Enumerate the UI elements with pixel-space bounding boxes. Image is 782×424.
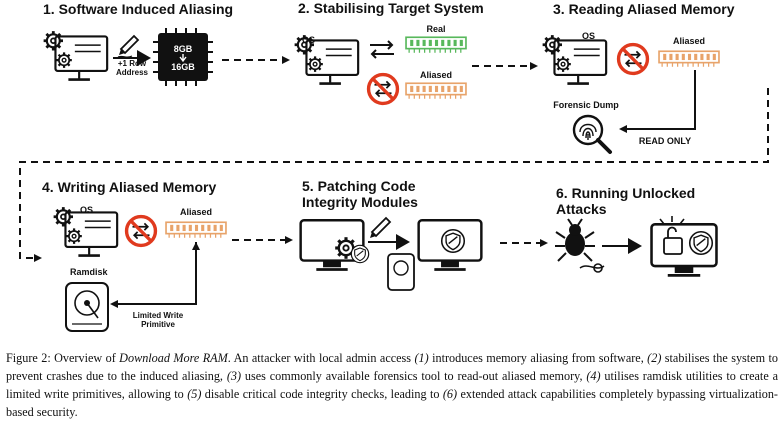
computer-icon <box>543 35 607 83</box>
step-4-title: 4. Writing Aliased Memory <box>42 179 217 195</box>
memory-chip-icon <box>153 28 213 86</box>
caption-text: stabilises the system to prevent crashes… <box>6 351 778 383</box>
caption-text: disable critical code integrity checks, … <box>201 387 443 401</box>
caption-figure-label: Figure 2: Overview of <box>6 351 120 365</box>
limited-write-label-line1: Limited Write <box>132 311 184 320</box>
read-only-arrow <box>627 70 696 130</box>
row-address-label-line2: Address <box>115 68 148 77</box>
step-1-title: 1. Software Induced Aliasing <box>43 1 234 17</box>
step-2-title: 2. Stabilising Target System <box>298 0 484 16</box>
forensic-dump-label: Forensic Dump <box>553 100 619 110</box>
ram-module-aliased-icon <box>405 82 467 100</box>
real-label: Real <box>426 24 446 34</box>
ram-module-aliased-icon <box>165 221 227 239</box>
aliased-label: Aliased <box>672 36 705 46</box>
limited-write-label-line2: Primitive <box>141 320 175 329</box>
chip-size-8gb: 8GB <box>173 44 193 54</box>
monitor-icon <box>299 218 365 271</box>
aliased-label: Aliased <box>179 207 212 217</box>
row-address-label-line1: +1 Row <box>117 59 147 68</box>
caption-step-ref: (4) <box>586 369 601 383</box>
bug-icon <box>555 218 605 273</box>
caption-step-ref: (3) <box>226 369 242 383</box>
no-sync-icon <box>124 214 158 248</box>
figure-caption: Figure 2: Overview of Download More RAM.… <box>6 349 778 421</box>
no-sync-icon <box>366 72 400 106</box>
ram-module-aliased-icon <box>658 50 720 68</box>
ramdisk-label: Ramdisk <box>70 267 108 277</box>
sync-arrows-icon <box>370 40 394 59</box>
caption-step-ref: (6) <box>442 387 458 401</box>
shield-icon <box>688 230 714 256</box>
diagram-graphics <box>19 28 769 332</box>
pencil-icon <box>117 34 140 58</box>
caption-text: uses commonly available forensics tool t… <box>241 369 587 383</box>
caption-step-ref: (1) <box>414 351 429 365</box>
unlock-icon <box>659 216 685 255</box>
os-label: OS <box>80 205 94 215</box>
hard-drive-icon <box>65 282 109 332</box>
caption-step-ref: (5) <box>187 387 202 401</box>
flow-arrow <box>19 88 769 259</box>
pencil-icon <box>370 216 392 238</box>
fingerprint-magnifier-icon <box>572 114 612 154</box>
ram-module-real-icon <box>405 36 467 54</box>
os-label: OS <box>302 35 316 45</box>
caption-text: extended attack capabilities completely … <box>6 387 778 419</box>
step-5-title-line1: 5. Patching Code <box>302 178 416 194</box>
os-label: OS <box>582 31 596 41</box>
caption-text: utilises ramdisk utilities to create a l… <box>6 369 778 401</box>
caption-step-ref: (2) <box>647 351 662 365</box>
hard-drive-icon <box>387 253 415 291</box>
no-sync-icon <box>616 42 650 76</box>
caption-title: Download More RAM <box>119 351 228 365</box>
aliased-label: Aliased <box>419 70 452 80</box>
caption-text: introduces memory aliasing from software… <box>428 351 648 365</box>
step-5-title-line2: Integrity Modules <box>302 194 418 210</box>
step-6-title-line2: Attacks <box>556 201 607 217</box>
step-6-title-line1: 6. Running Unlocked <box>556 185 696 201</box>
shield-icon <box>440 228 466 254</box>
computer-icon <box>44 31 108 79</box>
step-3-title: 3. Reading Aliased Memory <box>553 1 735 17</box>
read-only-label: READ ONLY <box>638 136 692 146</box>
shield-icon <box>350 244 370 264</box>
caption-text: . An attacker with local admin access <box>227 351 415 365</box>
chip-size-16gb: 16GB <box>171 62 195 72</box>
write-arrow <box>114 242 197 305</box>
